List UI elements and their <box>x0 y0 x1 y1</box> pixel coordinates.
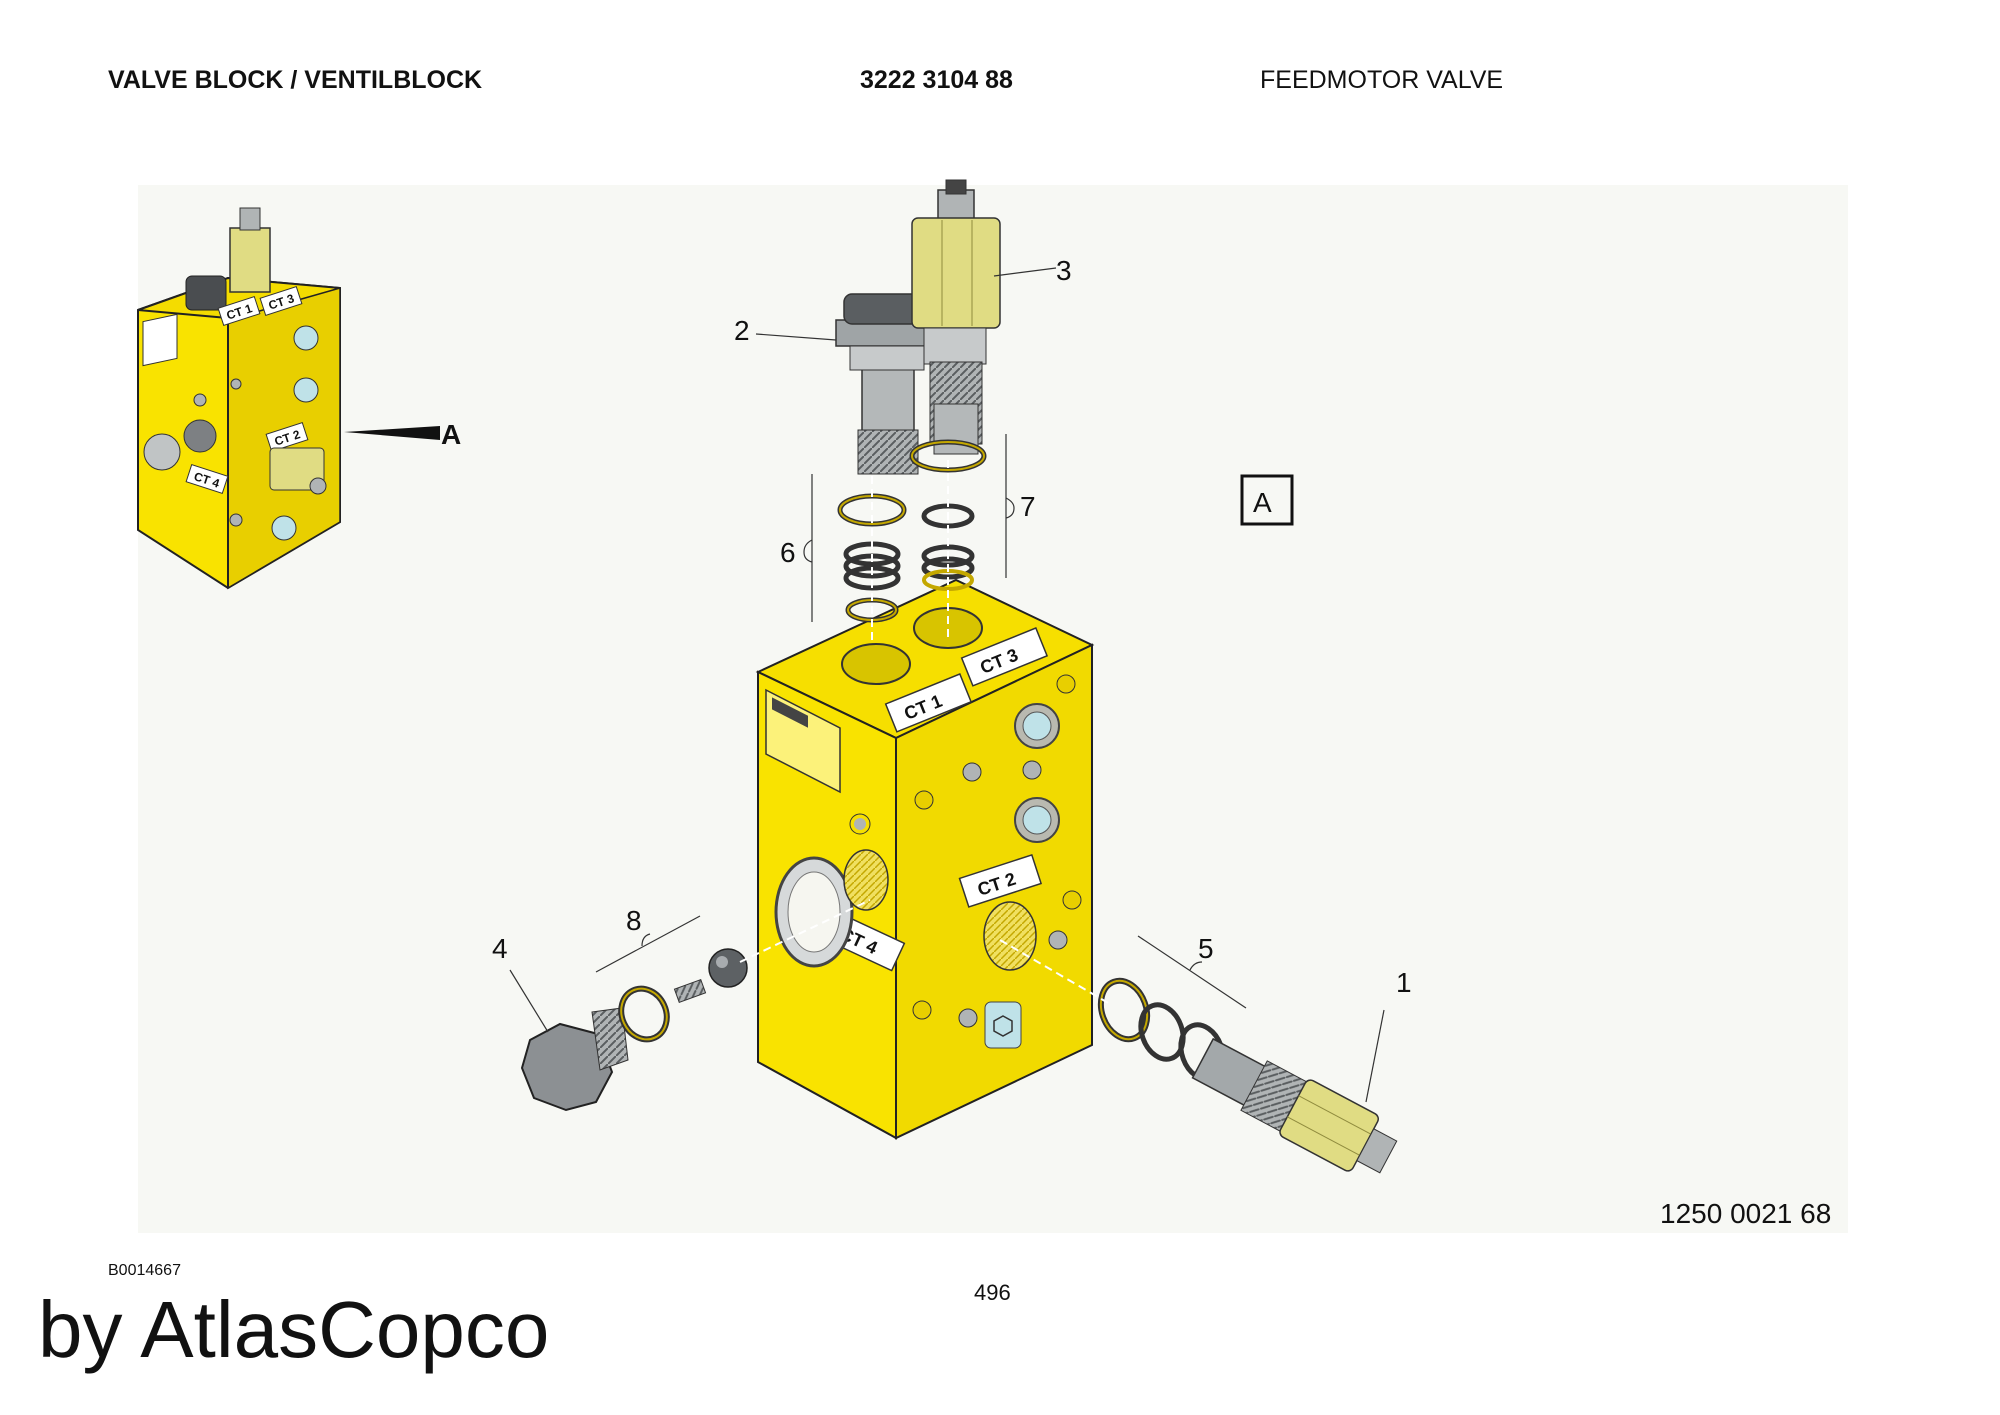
spring-8 <box>673 978 707 1004</box>
cartridge-3 <box>911 179 1001 455</box>
callout-5: 5 <box>1198 933 1214 964</box>
callout-1: 1 <box>1396 967 1412 998</box>
image-id: B0014667 <box>108 1262 181 1279</box>
part-number: 3222 3104 88 <box>860 66 1013 94</box>
drawing-number: 1250 0021 68 <box>1660 1198 1832 1229</box>
cartridge-1 <box>1191 1037 1398 1174</box>
cartridge-2 <box>835 293 939 475</box>
callout-8: 8 <box>626 905 642 936</box>
callout-7: 7 <box>1020 491 1036 522</box>
part-description: FEEDMOTOR VALVE <box>1260 66 1504 94</box>
overview-view-label: A <box>441 419 461 450</box>
view-marker-box <box>1240 474 1294 526</box>
brand-credit: by AtlasCopco <box>38 1285 550 1374</box>
main-valve-block: CT 1 CT 3 CT 2 CT 4 <box>755 578 1095 1140</box>
catalog-title: VALVE BLOCK / VENTILBLOCK <box>108 66 483 94</box>
callout-6: 6 <box>780 537 796 568</box>
callout-4: 4 <box>492 933 508 964</box>
overview-block: CT 1 CT 3 CT 2 CT 4 <box>137 207 341 590</box>
check-ball-8 <box>708 948 748 988</box>
overview-arrow-icon <box>344 426 440 440</box>
callout-3: 3 <box>1056 255 1072 286</box>
view-marker-label: A <box>1253 487 1272 518</box>
page-number: 496 <box>974 1280 1011 1305</box>
callout-2: 2 <box>734 315 750 346</box>
plug-4 <box>520 1007 629 1112</box>
